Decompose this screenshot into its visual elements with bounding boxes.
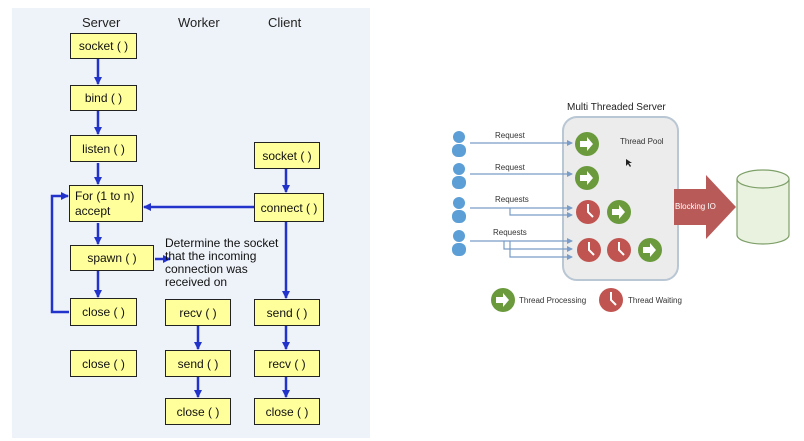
thread-processing-icon [575,166,599,190]
server-header: Server [82,15,121,30]
request-arrow [509,208,573,218]
request-label: Requests [493,228,527,237]
user-icon [452,163,466,189]
legend-waiting-label: Thread Waiting [628,296,682,305]
thread-processing-icon [607,200,631,224]
multi-threaded-server-diagram: Multi Threaded Server Thread Pool Reques… [440,95,804,320]
worker-close-box: close ( ) [165,398,231,425]
request-arrow [503,241,573,252]
flow-arrows [50,59,290,398]
server-for-accept-box: For (1 to n)accept [69,185,143,222]
client-close-box: close ( ) [254,398,320,425]
accept-label: accept [75,203,111,218]
server-close-loop-box: close ( ) [70,298,137,326]
user-icon [452,131,466,157]
diagram-title: Multi Threaded Server [567,102,666,113]
client-send-box: send ( ) [254,299,320,326]
worker-send-box: send ( ) [165,350,231,377]
socket-flow-diagram: Server Worker Client socket ( ) bind ( )… [12,8,370,438]
thread-pool-graphic [452,116,790,312]
request-label: Request [495,163,525,172]
thread-processing-icon [638,238,662,262]
blocking-io-label: Blocking IO [675,202,716,211]
client-header: Client [268,15,302,30]
client-socket-box: socket ( ) [254,142,320,169]
mouse-cursor-icon [626,159,632,167]
user-icon [452,230,466,256]
thread-waiting-icon [607,238,631,262]
server-socket-box: socket ( ) [70,33,137,59]
legend-processing-label: Thread Processing [519,296,587,305]
thread-waiting-icon [576,200,600,224]
server-listen-box: listen ( ) [70,135,137,162]
thread-processing-icon [575,132,599,156]
user-icon [452,197,466,223]
worker-recv-box: recv ( ) [165,299,231,326]
client-connect-box: connect ( ) [254,193,324,222]
request-arrow [509,241,573,260]
blocking-io-arrow [674,175,736,239]
server-close-final-box: close ( ) [70,350,137,377]
legend-processing-icon [491,288,515,312]
thread-pool-label: Thread Pool [620,137,664,146]
request-label: Requests [495,195,529,204]
loop-back-arrow [50,192,69,314]
request-label: Request [495,131,525,140]
server-bind-box: bind ( ) [70,85,137,111]
client-recv-box: recv ( ) [254,350,320,377]
database-icon [736,169,790,245]
determine-socket-note: Determine the socket that the incoming c… [165,236,279,289]
for-loop-label: For (1 to n) [75,188,135,203]
thread-waiting-icon [577,238,601,262]
server-spawn-box: spawn ( ) [70,245,154,271]
worker-header: Worker [178,15,220,30]
legend-waiting-icon [599,288,623,312]
